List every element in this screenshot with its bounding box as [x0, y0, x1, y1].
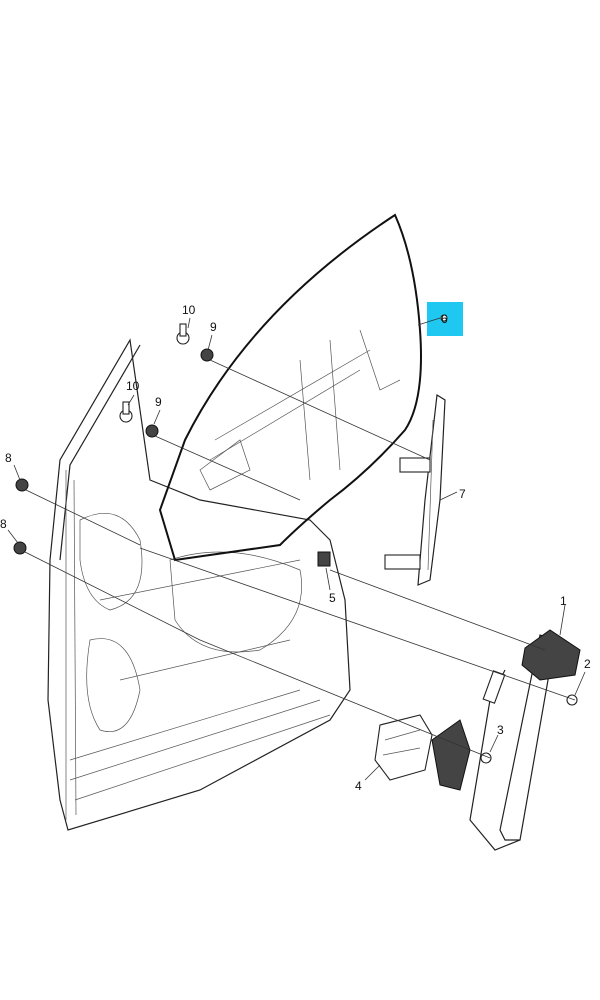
- callout-9: 9: [210, 320, 217, 334]
- callout-7: 7: [459, 487, 466, 501]
- callout-2: 2: [584, 657, 591, 671]
- callout-6[interactable]: 6: [441, 312, 448, 326]
- door-inner-panel: [47, 338, 351, 831]
- callout-8: 8: [0, 517, 7, 531]
- window-motor: [374, 714, 433, 781]
- fasteners: [13, 323, 578, 764]
- callout-10: 10: [182, 303, 196, 317]
- callout-1: 1: [560, 594, 567, 608]
- callout-3: 3: [497, 723, 504, 737]
- callout-9: 9: [155, 395, 162, 409]
- callout-10: 10: [126, 379, 140, 393]
- leader-lines: [7, 317, 586, 781]
- door-window-glass: [158, 213, 422, 562]
- callout-5: 5: [329, 591, 336, 605]
- window-regulator: [431, 629, 581, 851]
- rear-window-channel: [384, 393, 446, 586]
- callout-8: 8: [5, 451, 12, 465]
- callout-4: 4: [355, 779, 362, 793]
